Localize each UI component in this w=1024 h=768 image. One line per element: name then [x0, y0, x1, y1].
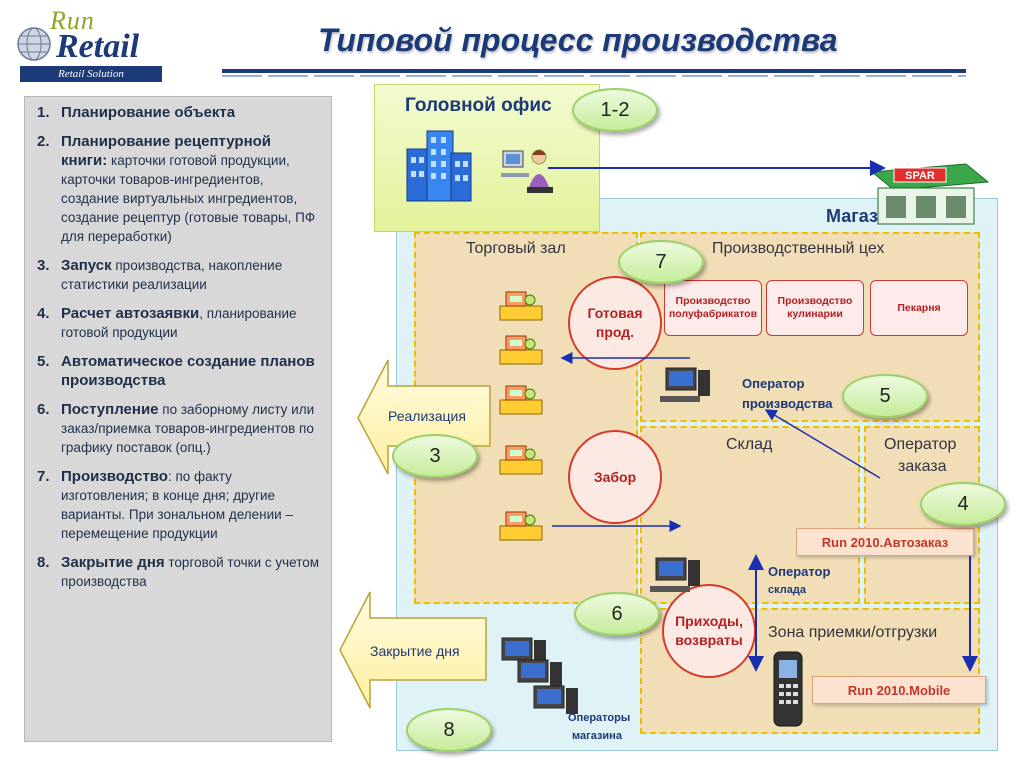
system-mobile: Run 2010.Mobile — [812, 676, 986, 704]
step-text: производства, накопление статистики реал… — [61, 258, 283, 292]
step-item: 2. Планирование рецептурной книги: карточ… — [37, 132, 321, 246]
computer-icon — [660, 367, 710, 402]
step-title: Закрытие дня — [61, 554, 165, 571]
computer-icon — [650, 557, 700, 592]
zone-order-operator-label-1: Оператор — [884, 436, 957, 453]
step-title: Планирование объекта — [61, 104, 236, 121]
cash-register-icon — [499, 335, 543, 365]
step-item: 5. Автоматическое создание планов произво… — [37, 352, 321, 390]
circle-income-returns: Приходы, возвраты — [662, 584, 756, 678]
step-item: 4. Расчет автозаявки, планирование готово… — [37, 304, 321, 342]
zone-order-operator — [864, 426, 980, 604]
step-text: торговой точки с учетом производства — [61, 555, 320, 589]
operator-production-label-1: Оператор — [742, 376, 805, 391]
zone-stock-label: Склад — [726, 436, 773, 453]
step-text: : по факту изготовления; в конце дня; др… — [61, 469, 293, 541]
operator-store-label-1: Операторы — [568, 712, 631, 724]
cash-register-icon — [499, 385, 543, 415]
process-steps-panel: 1. Планирование объекта 2. Планирование ре… — [24, 96, 332, 742]
zone-receiving-label: Зона приемки/отгрузки — [768, 624, 938, 641]
badge-1-2: 1-2 — [572, 88, 658, 132]
production-unit-culinary: Производство кулинарии — [766, 280, 864, 336]
production-unit-semi: Производство полуфабрикатов — [664, 280, 762, 336]
step-item: 6. Поступление по заборному листу или зак… — [37, 400, 321, 457]
step-item: 7. Производство: по факту изготовления; в… — [37, 467, 321, 543]
production-unit-bakery: Пекарня — [870, 280, 968, 336]
step-title: Автоматическое создание планов производс… — [61, 353, 315, 389]
arrow-sales-label: Реализация — [388, 408, 466, 424]
spar-sign-text: SPAR — [905, 170, 935, 182]
step-number: 3. — [37, 257, 50, 274]
zone-production-label: Производственный цех — [712, 240, 885, 257]
step-number: 8. — [37, 554, 50, 571]
cash-register-icon — [499, 445, 543, 475]
badge-4: 4 — [920, 482, 1006, 526]
step-title: Поступление — [61, 401, 159, 418]
step-title: Запуск — [61, 257, 112, 274]
badge-6: 6 — [574, 592, 660, 636]
logo-tagline: Retail Solution — [20, 66, 162, 82]
logo-retail: Retail — [56, 28, 140, 65]
page-title: Типовой процесс производства — [318, 22, 838, 58]
system-autoorder: Run 2010.Автозаказ — [796, 528, 974, 556]
operator-store-label-2: магазина — [572, 730, 622, 742]
office-worker-icon — [501, 149, 553, 193]
operator-production-label-2: производства — [742, 396, 833, 411]
step-title: Расчет автозаявки — [61, 305, 200, 322]
title-underline-dashed — [222, 75, 966, 77]
step-text: по заборному листу или заказ/приемка тов… — [61, 402, 315, 455]
buildings-icon — [406, 130, 472, 202]
title-underline — [222, 69, 966, 73]
step-title: Производство — [61, 468, 168, 485]
badge-5: 5 — [842, 374, 928, 418]
step-item: 1. Планирование объекта — [37, 103, 321, 122]
computers-group-icon — [501, 637, 578, 714]
badge-3: 3 — [392, 434, 478, 478]
cash-register-icon — [499, 291, 543, 321]
step-item: 3. Запуск производства, накопление статис… — [37, 256, 321, 294]
step-text: карточки готовой продукции, карточки тов… — [61, 153, 316, 244]
arrow-day-close-label: Закрытие дня — [370, 643, 460, 659]
operator-stock-label-1: Оператор — [768, 564, 831, 579]
step-number: 6. — [37, 401, 50, 418]
spar-store-icon: SPAR — [870, 163, 990, 225]
head-office-label: Головной офис — [405, 95, 552, 116]
handheld-scanner-icon — [773, 651, 803, 727]
logo: Run Retail Retail Solution — [14, 6, 164, 82]
step-number: 5. — [37, 353, 50, 370]
globe-icon — [17, 27, 51, 61]
head-office: Головной офис — [374, 84, 600, 232]
circle-fence: Забор — [568, 430, 662, 524]
badge-7: 7 — [618, 240, 704, 284]
circle-ready-products: Готовая прод. — [568, 276, 662, 370]
operator-stock-label-2: склада — [768, 584, 806, 596]
cash-register-icon — [499, 511, 543, 541]
step-number: 7. — [37, 468, 50, 485]
step-item: 8. Закрытие дня торговой точки с учетом п… — [37, 553, 321, 591]
step-number: 2. — [37, 133, 50, 150]
arrow-day-close — [339, 591, 487, 709]
step-number: 1. — [37, 104, 50, 121]
step-text: , планирование готовой продукции — [61, 306, 297, 340]
badge-8: 8 — [406, 708, 492, 752]
step-number: 4. — [37, 305, 50, 322]
line-order-to-production — [764, 409, 881, 479]
logo-run: Run — [50, 6, 95, 35]
zone-order-operator-label-2: заказа — [898, 458, 947, 475]
step-title: Планирование рецептурной книги: — [61, 133, 272, 169]
zone-sales-hall-label: Торговый зал — [466, 240, 566, 257]
